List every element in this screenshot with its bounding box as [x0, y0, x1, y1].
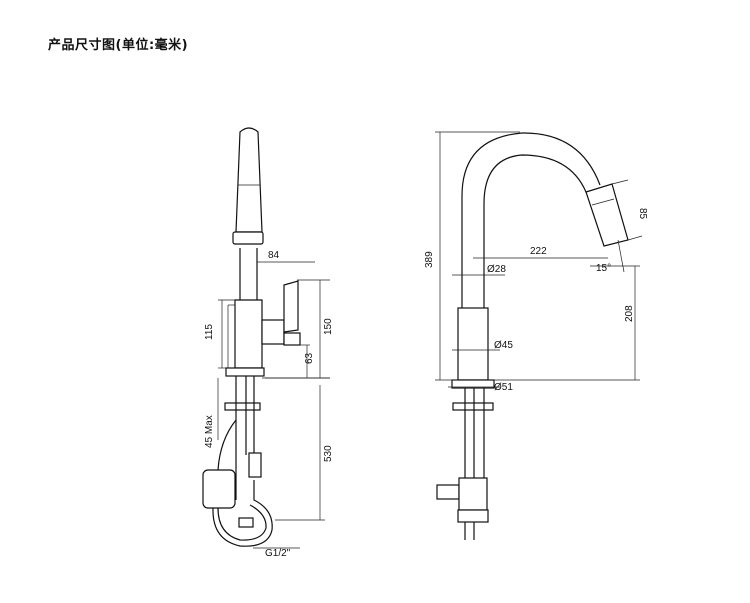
right-faucet-front-view: 389 222 85 Ø28 15° 208 Ø45 Ø51: [424, 131, 648, 540]
right-spray-head: [585, 183, 629, 247]
dim-150-label: 150: [323, 318, 334, 335]
dim-85-label: 85: [637, 208, 648, 220]
right-base-flange: [451, 379, 495, 389]
handle-base: [261, 319, 285, 345]
right-valve-block: [458, 477, 488, 511]
dim-tube-label: Ø28: [487, 264, 506, 275]
spray-head: [235, 127, 263, 233]
thread-connector: [238, 517, 254, 528]
dim-45max-label: 45 Max: [204, 415, 215, 448]
thread-label: G1/2": [265, 548, 291, 559]
dim-222-label: 222: [530, 246, 547, 257]
handle-lever: [283, 280, 299, 333]
dim-63-label: 63: [304, 352, 315, 364]
mounting-washer: [224, 402, 261, 411]
spray-head-nozzle: [232, 231, 264, 245]
right-faucet-body: [457, 307, 489, 381]
right-side-fitting: [436, 484, 460, 500]
dim-208-label: 208: [624, 305, 635, 322]
hose-fitting: [248, 452, 262, 478]
dim-84-label: 84: [268, 250, 280, 261]
base-flange: [225, 367, 265, 377]
dim-115-label: 115: [204, 324, 215, 340]
dim-angle-label: 15°: [596, 263, 611, 274]
counterweight: [202, 469, 236, 509]
right-valve-nut: [457, 509, 489, 523]
page-title: 产品尺寸图(单位:毫米): [48, 38, 189, 53]
dim-389-label: 389: [424, 251, 435, 268]
left-faucet-side-view: 84 115 150 63 45 Max 530 G1/2": [202, 127, 334, 559]
right-mounting-washer: [452, 402, 494, 411]
faucet-body: [234, 299, 263, 369]
dim-base-label: Ø45: [494, 340, 513, 351]
dim-530-label: 530: [323, 445, 334, 462]
dim-flange-label: Ø51: [494, 382, 513, 393]
handle-cap: [283, 332, 301, 346]
